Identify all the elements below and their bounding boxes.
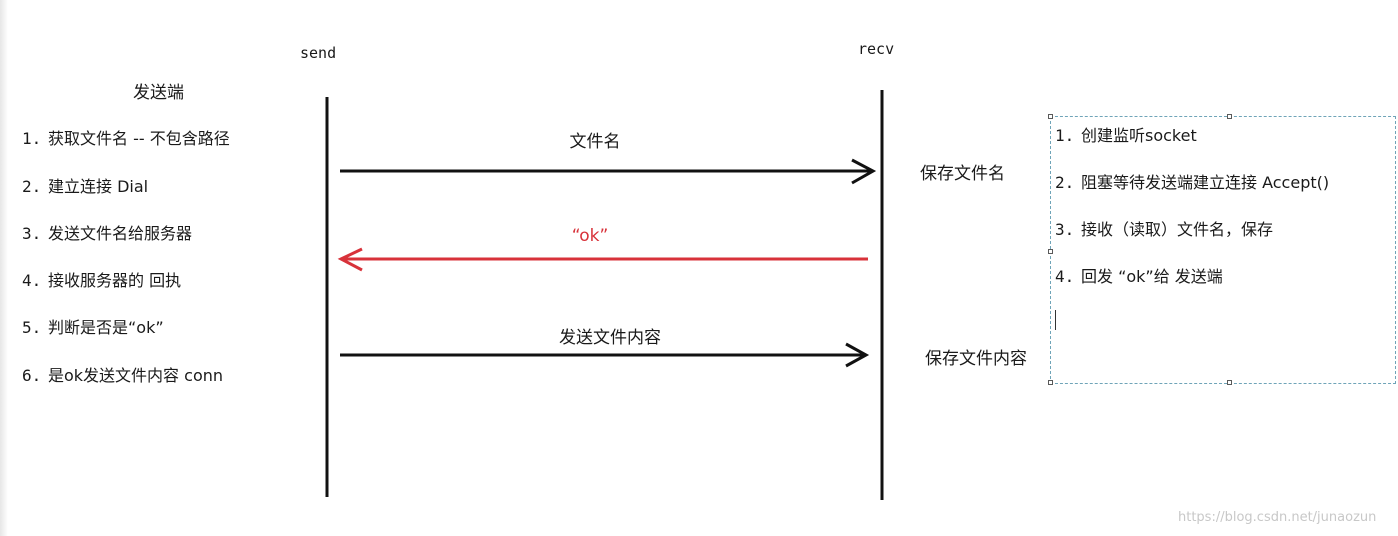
- sender-step-number: 6.: [22, 366, 42, 385]
- receiver-step-number: 3.: [1055, 220, 1075, 239]
- sender-step: 3. 发送文件名给服务器: [22, 220, 192, 244]
- receiver-step-text: 接收（读取）文件名，保存: [1081, 220, 1274, 239]
- receiver-step-number: 1.: [1055, 126, 1075, 145]
- receiver-note-save-content: 保存文件内容: [925, 349, 1027, 369]
- receiver-step: 3. 接收（读取）文件名，保存: [1055, 216, 1273, 240]
- sender-title: 发送端: [133, 83, 184, 103]
- sender-step: 6. 是ok发送文件内容 conn: [22, 362, 223, 386]
- lifeline-label-send: send: [300, 44, 337, 62]
- message-label-filename: 文件名: [569, 132, 621, 152]
- resize-handle[interactable]: [1048, 380, 1053, 385]
- resize-handle[interactable]: [1227, 114, 1232, 119]
- receiver-steps-textbox[interactable]: 1. 创建监听socket 2. 阻塞等待发送端建立连接 Accept() 3. 接收…: [1048, 114, 1396, 385]
- receiver-step: 4. 回发 “ok”给 发送端: [1055, 263, 1223, 287]
- message-arrow-ok-reply: [337, 247, 868, 272]
- receiver-step-number: 2.: [1055, 173, 1075, 192]
- sender-step-text: 是ok发送文件内容 conn: [48, 366, 224, 385]
- receiver-note-save-filename: 保存文件名: [920, 164, 1005, 184]
- receiver-step: 1. 创建监听socket: [1055, 122, 1197, 146]
- sender-step-text: 判断是否是“ok”: [48, 318, 164, 337]
- sender-step-number: 4.: [22, 271, 42, 290]
- receiver-step-text: 阻塞等待发送端建立连接 Accept(): [1081, 173, 1330, 192]
- sender-step: 2. 建立连接 Dial: [22, 173, 148, 197]
- message-label-ok: “ok”: [571, 226, 609, 246]
- sender-step-text: 获取文件名 -- 不包含路径: [48, 129, 230, 148]
- message-label-file-content: 发送文件内容: [559, 328, 661, 348]
- resize-handle[interactable]: [1048, 114, 1053, 119]
- sender-step-text: 建立连接 Dial: [48, 177, 149, 196]
- resize-handle[interactable]: [1048, 249, 1053, 254]
- receiver-step: 2. 阻塞等待发送端建立连接 Accept(): [1055, 169, 1329, 193]
- sender-step-number: 5.: [22, 318, 42, 337]
- sender-step: 5. 判断是否是“ok”: [22, 314, 164, 338]
- lifeline-label-recv: recv: [858, 40, 895, 58]
- watermark: https://blog.csdn.net/junaozun: [1178, 510, 1377, 525]
- receiver-step-text: 回发 “ok”给 发送端: [1081, 267, 1223, 286]
- sender-step-text: 接收服务器的 回执: [48, 271, 182, 290]
- resize-handle[interactable]: [1227, 380, 1232, 385]
- sender-step-number: 3.: [22, 224, 42, 243]
- sender-step: 1. 获取文件名 -- 不包含路径: [22, 125, 230, 149]
- receiver-step-number: 4.: [1055, 267, 1075, 286]
- sender-step-number: 2.: [22, 177, 42, 196]
- sender-step: 4. 接收服务器的 回执: [22, 267, 181, 291]
- receiver-step-text: 创建监听socket: [1081, 126, 1197, 145]
- message-arrow-filename: [340, 158, 877, 185]
- sender-step-number: 1.: [22, 129, 42, 148]
- message-arrow-file-content: [340, 342, 870, 368]
- sender-step-text: 发送文件名给服务器: [48, 224, 193, 243]
- text-cursor: [1055, 310, 1056, 330]
- left-edge-shadow: [0, 0, 8, 536]
